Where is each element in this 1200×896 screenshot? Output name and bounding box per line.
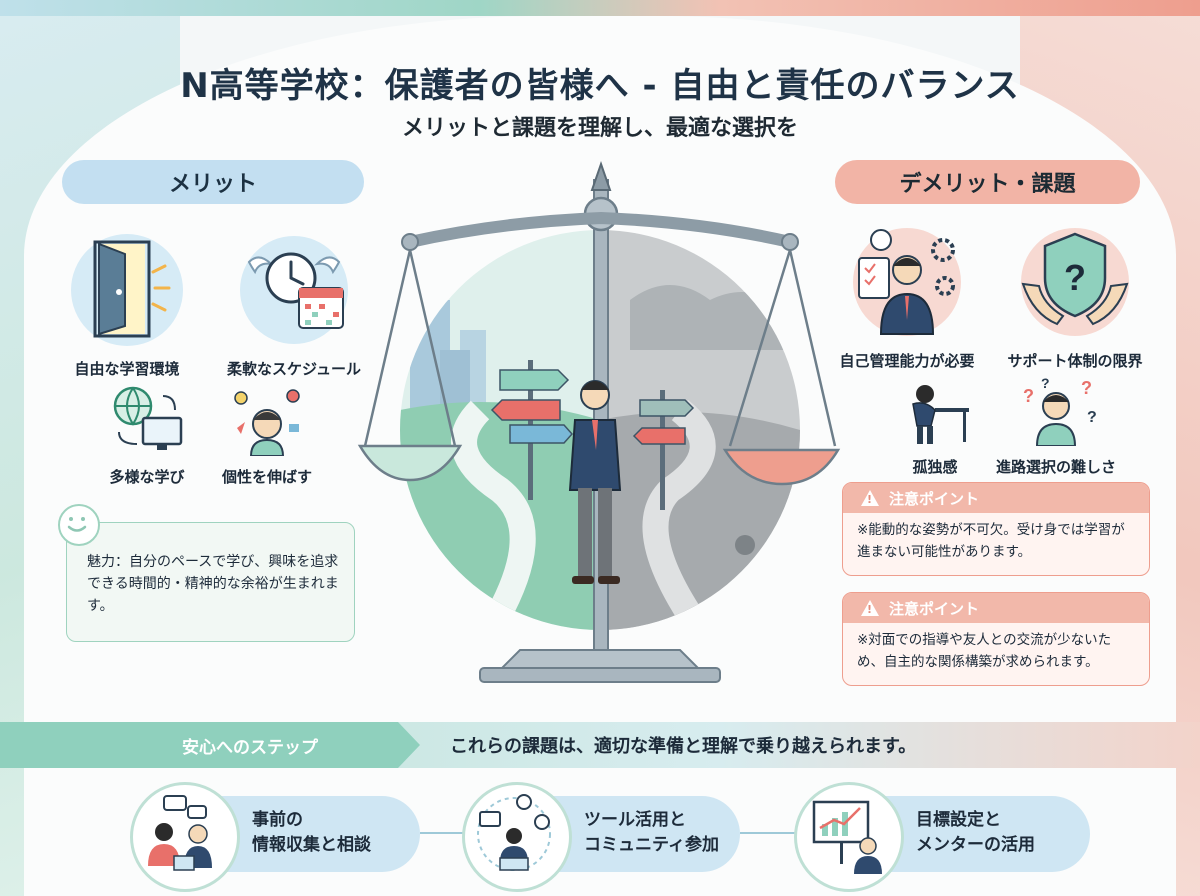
winged-clock-calendar-icon [240, 236, 348, 344]
confused-student-icon: ? ? ? ? [1023, 375, 1097, 447]
svg-text:?: ? [1064, 257, 1086, 298]
globe-computer-icon [113, 386, 183, 450]
merit-appeal-text: 魅力：自分のペースで学び、興味を追求できる時間的・精神的な余裕が生まれます。 [87, 554, 339, 614]
steps-message: これらの課題は、適切な準備と理解で乗り越えられます。 [450, 736, 917, 757]
caution-text: ※能動的な姿勢が不可欠。受け身では学習が進まない可能性があります。 [857, 522, 1125, 560]
merit-item-label: 自由な学習環境 [74, 360, 180, 378]
demerit-item-label: 進路選択の難しさ [995, 458, 1116, 476]
demerit-item-label: 孤独感 [912, 458, 958, 476]
merit-item-free-environment: 自由な学習環境 [62, 232, 192, 379]
open-door-icon [71, 234, 183, 346]
caution-header: ! 注意ポイント [843, 593, 1149, 623]
step-connector [740, 832, 800, 834]
page-subtitle: メリットと課題を理解し、最適な選択を [401, 116, 798, 141]
step-3-circle [794, 782, 904, 892]
demerit-item-career-choice: ? ? ? ? 進路選択の難しさ [986, 374, 1126, 477]
demerit-item-self-management: 自己管理能力が必要 [822, 224, 992, 371]
smile-icon [58, 504, 100, 546]
student-ideas-icon [234, 389, 300, 457]
merit-item-label: 柔軟なスケジュール [227, 360, 361, 378]
svg-text:?: ? [1041, 375, 1050, 391]
step-2-circle [462, 782, 572, 892]
step-1-label: 事前の 情報収集と相談 [252, 810, 371, 855]
step-2-label: ツール活用と コミュニティ参加 [584, 810, 719, 855]
warning-icon: ! [861, 490, 879, 506]
merit-appeal-box: 魅力：自分のペースで学び、興味を追求できる時間的・精神的な余裕が生まれます。 [66, 522, 355, 642]
svg-text:?: ? [1081, 378, 1092, 398]
merit-item-flexible-schedule: 柔軟なスケジュール [214, 232, 374, 379]
demerit-item-support-limit: ? サポート体制の限界 [990, 224, 1160, 371]
demerit-item-label: サポート体制の限界 [1007, 352, 1143, 370]
balance-scale-illustration [357, 160, 841, 683]
manager-checklist-icon [853, 228, 961, 336]
page-title: N高等学校：保護者の皆様へ - 自由と責任のバランス [180, 66, 1020, 106]
lonely-student-icon [912, 385, 969, 444]
caution-header: ! 注意ポイント [843, 483, 1149, 513]
caution-title: 注意ポイント [889, 599, 980, 618]
steps-tag: 安心へのステップ [0, 722, 420, 768]
demerit-item-loneliness: 孤独感 [880, 374, 990, 477]
demerit-item-label: 自己管理能力が必要 [839, 352, 975, 370]
step-3-label: 目標設定と メンターの活用 [916, 810, 1035, 855]
merit-item-label: 個性を伸ばす [221, 468, 312, 486]
goal-chart-mentor-icon [812, 800, 882, 874]
top-color-stripe [0, 0, 1200, 16]
svg-text:?: ? [1087, 409, 1097, 426]
merit-item-individuality: 個性を伸ばす [212, 384, 322, 487]
caution-box-2: ! 注意ポイント ※対面での指導や友人との交流が少ないため、自主的な関係構築が求… [842, 592, 1150, 686]
caution-text: ※対面での指導や友人との交流が少ないため、自主的な関係構築が求められます。 [857, 632, 1112, 670]
caution-box-1: ! 注意ポイント ※能動的な姿勢が不可欠。受け身では学習が進まない可能性がありま… [842, 482, 1150, 576]
merit-heading: メリット [62, 160, 364, 204]
consultation-icon [148, 795, 212, 871]
merit-item-diverse-learning: 多様な学び [92, 384, 202, 487]
online-community-icon [477, 794, 551, 871]
step-1-circle [130, 782, 240, 892]
merit-item-label: 多様な学び [109, 468, 185, 486]
caution-title: 注意ポイント [889, 489, 980, 508]
step-connector [420, 832, 480, 834]
warning-icon: ! [861, 600, 879, 616]
demerit-heading: デメリット・課題 [835, 160, 1140, 204]
svg-text:?: ? [1023, 386, 1034, 406]
shield-question-icon: ? [1021, 228, 1129, 336]
